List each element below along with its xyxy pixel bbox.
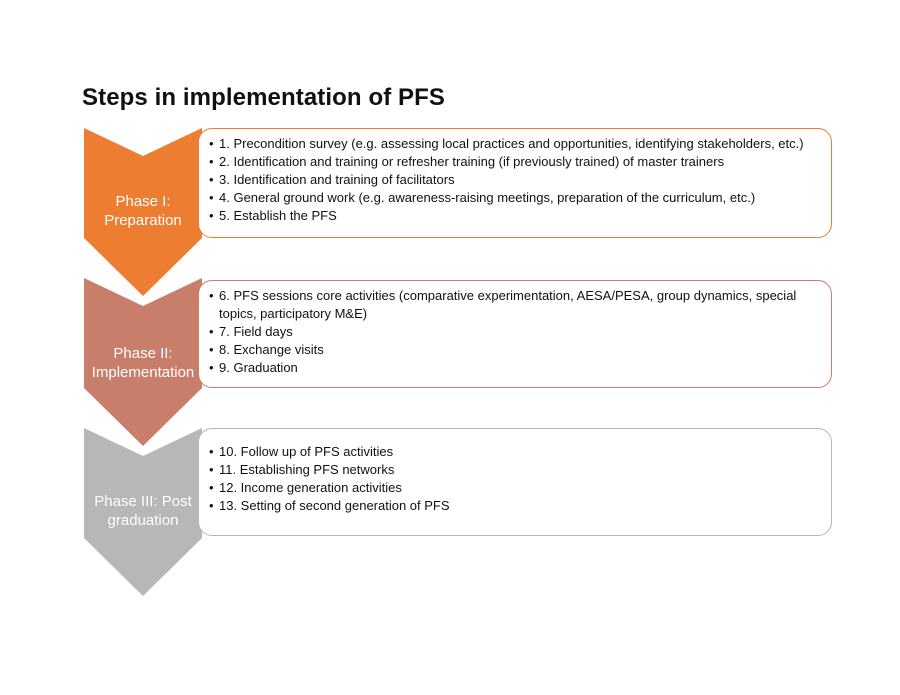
step-item: •9. Graduation	[209, 360, 298, 375]
step-item: •5. Establish the PFS	[209, 208, 337, 223]
step-item: •10. Follow up of PFS activities	[209, 444, 394, 459]
phase-3-label: Phase III: Post graduation	[94, 493, 192, 529]
phase-1-label: Phase I: Preparation	[104, 193, 182, 229]
phase-2-label: Phase II: Implementation	[91, 345, 195, 381]
step-item: •3. Identification and training of facil…	[209, 172, 455, 187]
step-item: •13. Setting of second generation of PFS	[209, 498, 450, 513]
phase-1-chevron	[84, 128, 202, 296]
phase-3-arrow	[84, 428, 202, 596]
phase-2: Phase II: Implementation •6. PFS session…	[84, 278, 834, 446]
phase-3-label-wrap: Phase III: Post graduation	[84, 492, 202, 530]
phase-2-arrow	[84, 278, 202, 446]
step-item: •4. General ground work (e.g. awareness-…	[209, 190, 756, 205]
phase-1: Phase I: Preparation •1. Precondition su…	[84, 128, 834, 296]
step-item: •1. Precondition survey (e.g. assessing …	[209, 136, 804, 151]
phase-2-label-wrap: Phase II: Implementation	[84, 344, 202, 382]
phase-1-arrow	[84, 128, 202, 296]
step-item: •12. Income generation activities	[209, 480, 402, 495]
phase-3-steps-box: •10. Follow up of PFS activities •11. Es…	[198, 428, 832, 536]
step-item: •8. Exchange visits	[209, 342, 324, 357]
step-item: •2. Identification and training or refre…	[209, 154, 725, 169]
phase-1-steps-box: •1. Precondition survey (e.g. assessing …	[198, 128, 832, 238]
phase-2-chevron	[84, 278, 202, 446]
step-item: •6. PFS sessions core activities (compar…	[209, 288, 797, 321]
phase-2-steps-box: •6. PFS sessions core activities (compar…	[198, 280, 832, 388]
phase-1-label-wrap: Phase I: Preparation	[84, 192, 202, 230]
phase-3-chevron	[84, 428, 202, 596]
phase-3: Phase III: Post graduation •10. Follow u…	[84, 428, 834, 596]
step-item: •11. Establishing PFS networks	[209, 462, 395, 477]
step-item: •7. Field days	[209, 324, 293, 339]
diagram-title: Steps in implementation of PFS	[82, 84, 446, 111]
